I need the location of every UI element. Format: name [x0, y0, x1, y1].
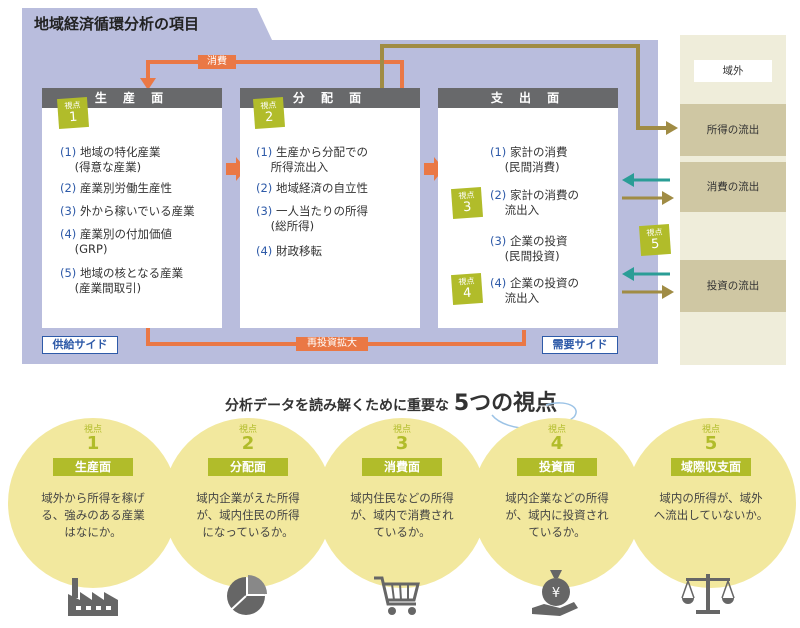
distribution-item-4: (4) 財政移転: [256, 244, 322, 258]
expenditure-item-2: (2) 家計の消費の 流出入: [490, 188, 579, 217]
scales-icon: [681, 574, 735, 614]
viewpoint-label: 分配面: [208, 458, 288, 476]
production-box: 生 産 面 視点 1 (1) 地域の特化産業 (得意な産業) (2) 産業別労働…: [42, 88, 222, 328]
subtitle-text: 分析データを読み解くために重要な: [225, 398, 449, 414]
viewpoint-circle-1: 視点 1 生産面 域外から所得を稼げる、強みのある産業はなにか。: [8, 418, 178, 588]
pie-chart-icon: [227, 575, 267, 615]
viewpoint-badge-2: 視点 2: [252, 96, 286, 130]
shopping-cart-icon: [374, 576, 420, 615]
viewpoint-label: 消費面: [362, 458, 442, 476]
income-outflow-arrowhead: [666, 121, 678, 135]
viewpoint-number: 4: [550, 433, 564, 454]
viewpoint-badge-number: 1: [68, 109, 78, 126]
money-bag-icon: ¥: [532, 570, 578, 616]
distribution-item-3: (3) 一人当たりの所得 (総所得): [256, 204, 368, 233]
section-subtitle: 分析データを読み解くために重要な 5つの視点: [225, 385, 557, 417]
viewpoint-label: 生産面: [53, 458, 133, 476]
subtitle-swirl: [491, 402, 577, 430]
distribution-item-1: (1) 生産から分配での 所得流出入: [256, 145, 368, 174]
outside-header: 域外: [694, 60, 772, 82]
reinvestment-arrow-label: 再投資拡大: [296, 337, 368, 351]
consumption-outflow-arrowhead: [662, 191, 674, 205]
distribution-item-2: (2) 地域経済の自立性: [256, 181, 368, 195]
viewpoint-top-label: 視点: [701, 425, 720, 435]
demand-side-tag: 需要サイド: [542, 336, 618, 354]
viewpoint-number: 5: [704, 433, 718, 454]
consumption-arrowhead: [140, 78, 156, 90]
viewpoint-number: 3: [395, 433, 409, 454]
income-outflow-arrow: [380, 44, 668, 130]
income-outflow-cell: 所得の流出: [680, 104, 786, 156]
viewpoint-circle-2: 視点 2 分配面 域内企業がえた所得が、域内住民の所得になっているか。: [163, 418, 333, 588]
investment-outflow-cell: 投資の流出: [680, 260, 786, 312]
viewpoint-number: 1: [86, 433, 100, 454]
production-item-2: (2) 産業別労働生産性: [60, 181, 172, 195]
viewpoint-badge-number: 5: [650, 236, 660, 253]
consumption-inflow-arrowhead: [622, 173, 634, 187]
viewpoint-top-label: 視点: [392, 425, 411, 435]
panel-title: 地域経済循環分析の項目: [34, 15, 200, 33]
subtitle-emphasis: 5つの視点: [453, 391, 558, 416]
consumption-outflow-cell: 消費の流出: [680, 162, 786, 212]
expenditure-item-1: (1) 家計の消費 (民間消費): [490, 145, 568, 174]
viewpoint-circle-5: 視点 5 域際収支面 域内の所得が、域外へ流出していないか。: [626, 418, 796, 588]
production-item-5: (5) 地域の核となる産業 (産業間取引): [60, 266, 184, 295]
expenditure-box: 支 出 面 (1) 家計の消費 (民間消費) (2) 家計の消費の 流出入 (3…: [438, 88, 618, 328]
investment-inflow-arrowhead: [622, 267, 634, 281]
viewpoint-circle-4: 視点 4 投資面 域内企業などの所得が、域内に投資されているか。: [472, 418, 642, 588]
viewpoint-badge-1: 視点 1: [56, 96, 90, 130]
production-item-3: (3) 外から稼いでいる産業: [60, 204, 195, 218]
viewpoint-badge-5: 視点 5: [638, 223, 672, 257]
viewpoint-top-label: 視点: [547, 425, 566, 435]
viewpoint-text: 域外から所得を稼げる、強みのある産業はなにか。: [41, 491, 145, 539]
viewpoint-top-label: 視点: [238, 425, 257, 435]
factory-icon: [68, 578, 118, 616]
distribution-header: 分 配 面: [240, 88, 420, 108]
viewpoint-circle-3: 視点 3 消費面 域内住民などの所得が、域内で消費されているか。: [317, 418, 487, 588]
production-item-4: (4) 産業別の付加価値 (GRP): [60, 227, 172, 256]
consumption-arrow: [146, 60, 404, 88]
svg-text:¥: ¥: [552, 586, 560, 601]
viewpoint-number: 2: [241, 433, 255, 454]
expenditure-header: 支 出 面: [438, 88, 618, 108]
production-item-1: (1) 地域の特化産業 (得意な産業): [60, 145, 161, 174]
viewpoint-badge-number: 4: [462, 285, 472, 302]
viewpoint-badge-4: 視点 4: [450, 272, 484, 306]
expenditure-item-3: (3) 企業の投資 (民間投資): [490, 234, 568, 263]
viewpoint-text: 域内住民などの所得が、域内で消費されているか。: [350, 491, 454, 539]
investment-outflow-arrowhead: [662, 285, 674, 299]
viewpoint-label: 投資面: [517, 458, 597, 476]
expenditure-item-4: (4) 企業の投資の 流出入: [490, 276, 579, 305]
viewpoint-text: 域内企業などの所得が、域内に投資されているか。: [505, 491, 609, 539]
viewpoint-top-label: 視点: [83, 425, 102, 435]
viewpoint-text: 域内の所得が、域外へ流出していないか。: [653, 491, 769, 522]
viewpoint-badge-number: 3: [462, 199, 472, 216]
distribution-box: 分 配 面 視点 2 (1) 生産から分配での 所得流出入 (2) 地域経済の自…: [240, 88, 420, 328]
consumption-arrow-label: 消費: [198, 55, 236, 69]
supply-side-tag: 供給サイド: [42, 336, 118, 354]
viewpoint-text: 域内企業がえた所得が、域内住民の所得になっているか。: [196, 491, 300, 539]
viewpoint-label: 域際収支面: [671, 458, 751, 476]
viewpoint-badge-3: 視点 3: [450, 186, 484, 220]
viewpoint-badge-number: 2: [264, 109, 274, 126]
